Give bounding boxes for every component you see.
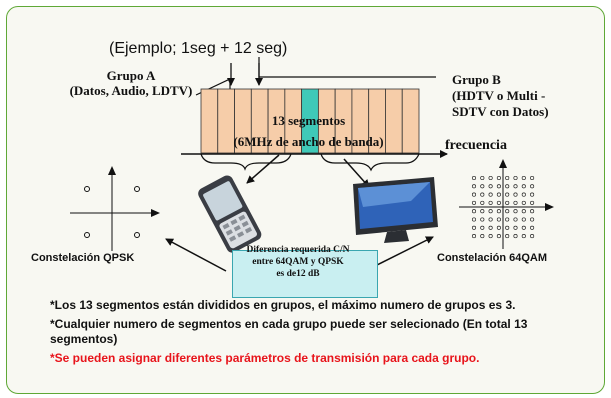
qam-point <box>513 209 518 214</box>
group-b-bracket <box>258 57 436 78</box>
qam-point <box>471 192 477 197</box>
qam-point <box>480 200 485 205</box>
segment-band <box>200 88 420 154</box>
group-b-label: Grupo B (HDTV o Multi - SDTV con Datos) <box>452 72 549 119</box>
qam-point <box>496 175 501 181</box>
qam-point <box>521 217 526 222</box>
qam-point <box>513 184 518 189</box>
qam-point <box>480 192 485 197</box>
qam-point <box>488 225 493 230</box>
group-b-brace <box>320 153 420 172</box>
television-image <box>353 177 438 243</box>
qam-label: Constelación 64QAM <box>437 252 548 264</box>
qam-point <box>471 175 477 181</box>
qam-point <box>480 225 485 230</box>
qam-point <box>480 209 485 214</box>
arrow-to-qam <box>372 236 434 268</box>
qam-point <box>530 217 535 222</box>
qam-point <box>530 192 535 197</box>
qam-point <box>471 200 477 205</box>
qam-point <box>496 192 501 197</box>
qam-point <box>505 184 510 189</box>
qam-point <box>505 225 510 230</box>
qpsk-constellation <box>70 166 160 251</box>
qam-point <box>521 225 526 230</box>
segments-label: 13 segmentos (6MHz de ancho de banda) <box>233 113 384 149</box>
qpsk-label: Constelación QPSK <box>31 252 135 264</box>
qam-point <box>513 175 518 181</box>
qam-point <box>488 192 493 197</box>
qam-point <box>496 225 501 230</box>
cn-difference-text: Diferencia requerida C/N entre 64QAM y Q… <box>246 245 350 279</box>
cn-difference-box <box>232 250 378 298</box>
diagram-graphics <box>70 57 554 272</box>
qam-point <box>530 184 535 189</box>
arrow-to-phone <box>246 154 280 184</box>
qam-point <box>521 200 526 205</box>
qam-point <box>488 200 493 205</box>
segment-13 <box>401 88 420 154</box>
frequency-label: frecuencia <box>445 138 507 153</box>
qam-point <box>496 184 501 189</box>
qam-point <box>496 234 501 239</box>
qam-point <box>505 209 510 214</box>
qam-point <box>530 234 535 239</box>
qam-point <box>521 175 526 181</box>
qam-point <box>521 209 526 214</box>
qam-point <box>513 234 518 239</box>
example-title: (Ejemplo; 1seg + 12 seg) <box>109 40 288 57</box>
qam-point <box>488 184 493 189</box>
qam-point <box>496 209 501 214</box>
qam-point <box>505 175 510 181</box>
qam-point <box>480 184 485 189</box>
qam-point <box>521 234 526 239</box>
qam-point <box>513 192 518 197</box>
qam-point <box>471 184 477 189</box>
qam-point <box>488 209 493 214</box>
qam-point <box>496 217 501 222</box>
qam-point <box>505 192 510 197</box>
qam-point <box>471 225 477 230</box>
arrow-to-tv <box>343 158 370 188</box>
qam-point <box>480 175 485 181</box>
qam-point <box>521 192 526 197</box>
qam-point <box>480 217 485 222</box>
qam-point <box>471 209 477 214</box>
group-a-label: Grupo A (Datos, Audio, LDTV) <box>69 68 193 98</box>
qam-point <box>505 234 510 239</box>
note-groups: *Los 13 segmentos están divididos en gru… <box>50 298 516 312</box>
qam-point <box>505 200 510 205</box>
qam-point <box>513 225 518 230</box>
notes-list: *Los 13 segmentos están divididos en gru… <box>50 298 595 370</box>
qam-point <box>496 200 501 205</box>
qam-point <box>480 234 485 239</box>
note-parameters: *Se pueden asignar diferentes parámetros… <box>50 351 480 365</box>
slide-frame <box>6 6 605 394</box>
qam64-constellation <box>459 159 554 249</box>
qam-point <box>488 217 493 222</box>
qam-point <box>530 225 535 230</box>
qam-point <box>471 234 477 239</box>
qam-point <box>513 217 518 222</box>
qam-point <box>530 175 535 181</box>
arrow-to-qpsk <box>165 238 227 272</box>
group-a-brace <box>200 153 292 171</box>
qam-point <box>513 200 518 205</box>
qam-point <box>471 217 477 222</box>
qam-point <box>488 234 493 239</box>
note-segments: *Cualquier numero de segmentos en cada g… <box>50 317 528 346</box>
qam-point <box>530 200 535 205</box>
mobile-phone-image <box>198 175 262 253</box>
qam-point <box>521 184 526 189</box>
qam-point <box>530 209 535 214</box>
qam-point <box>505 217 510 222</box>
qam-point <box>488 175 493 181</box>
